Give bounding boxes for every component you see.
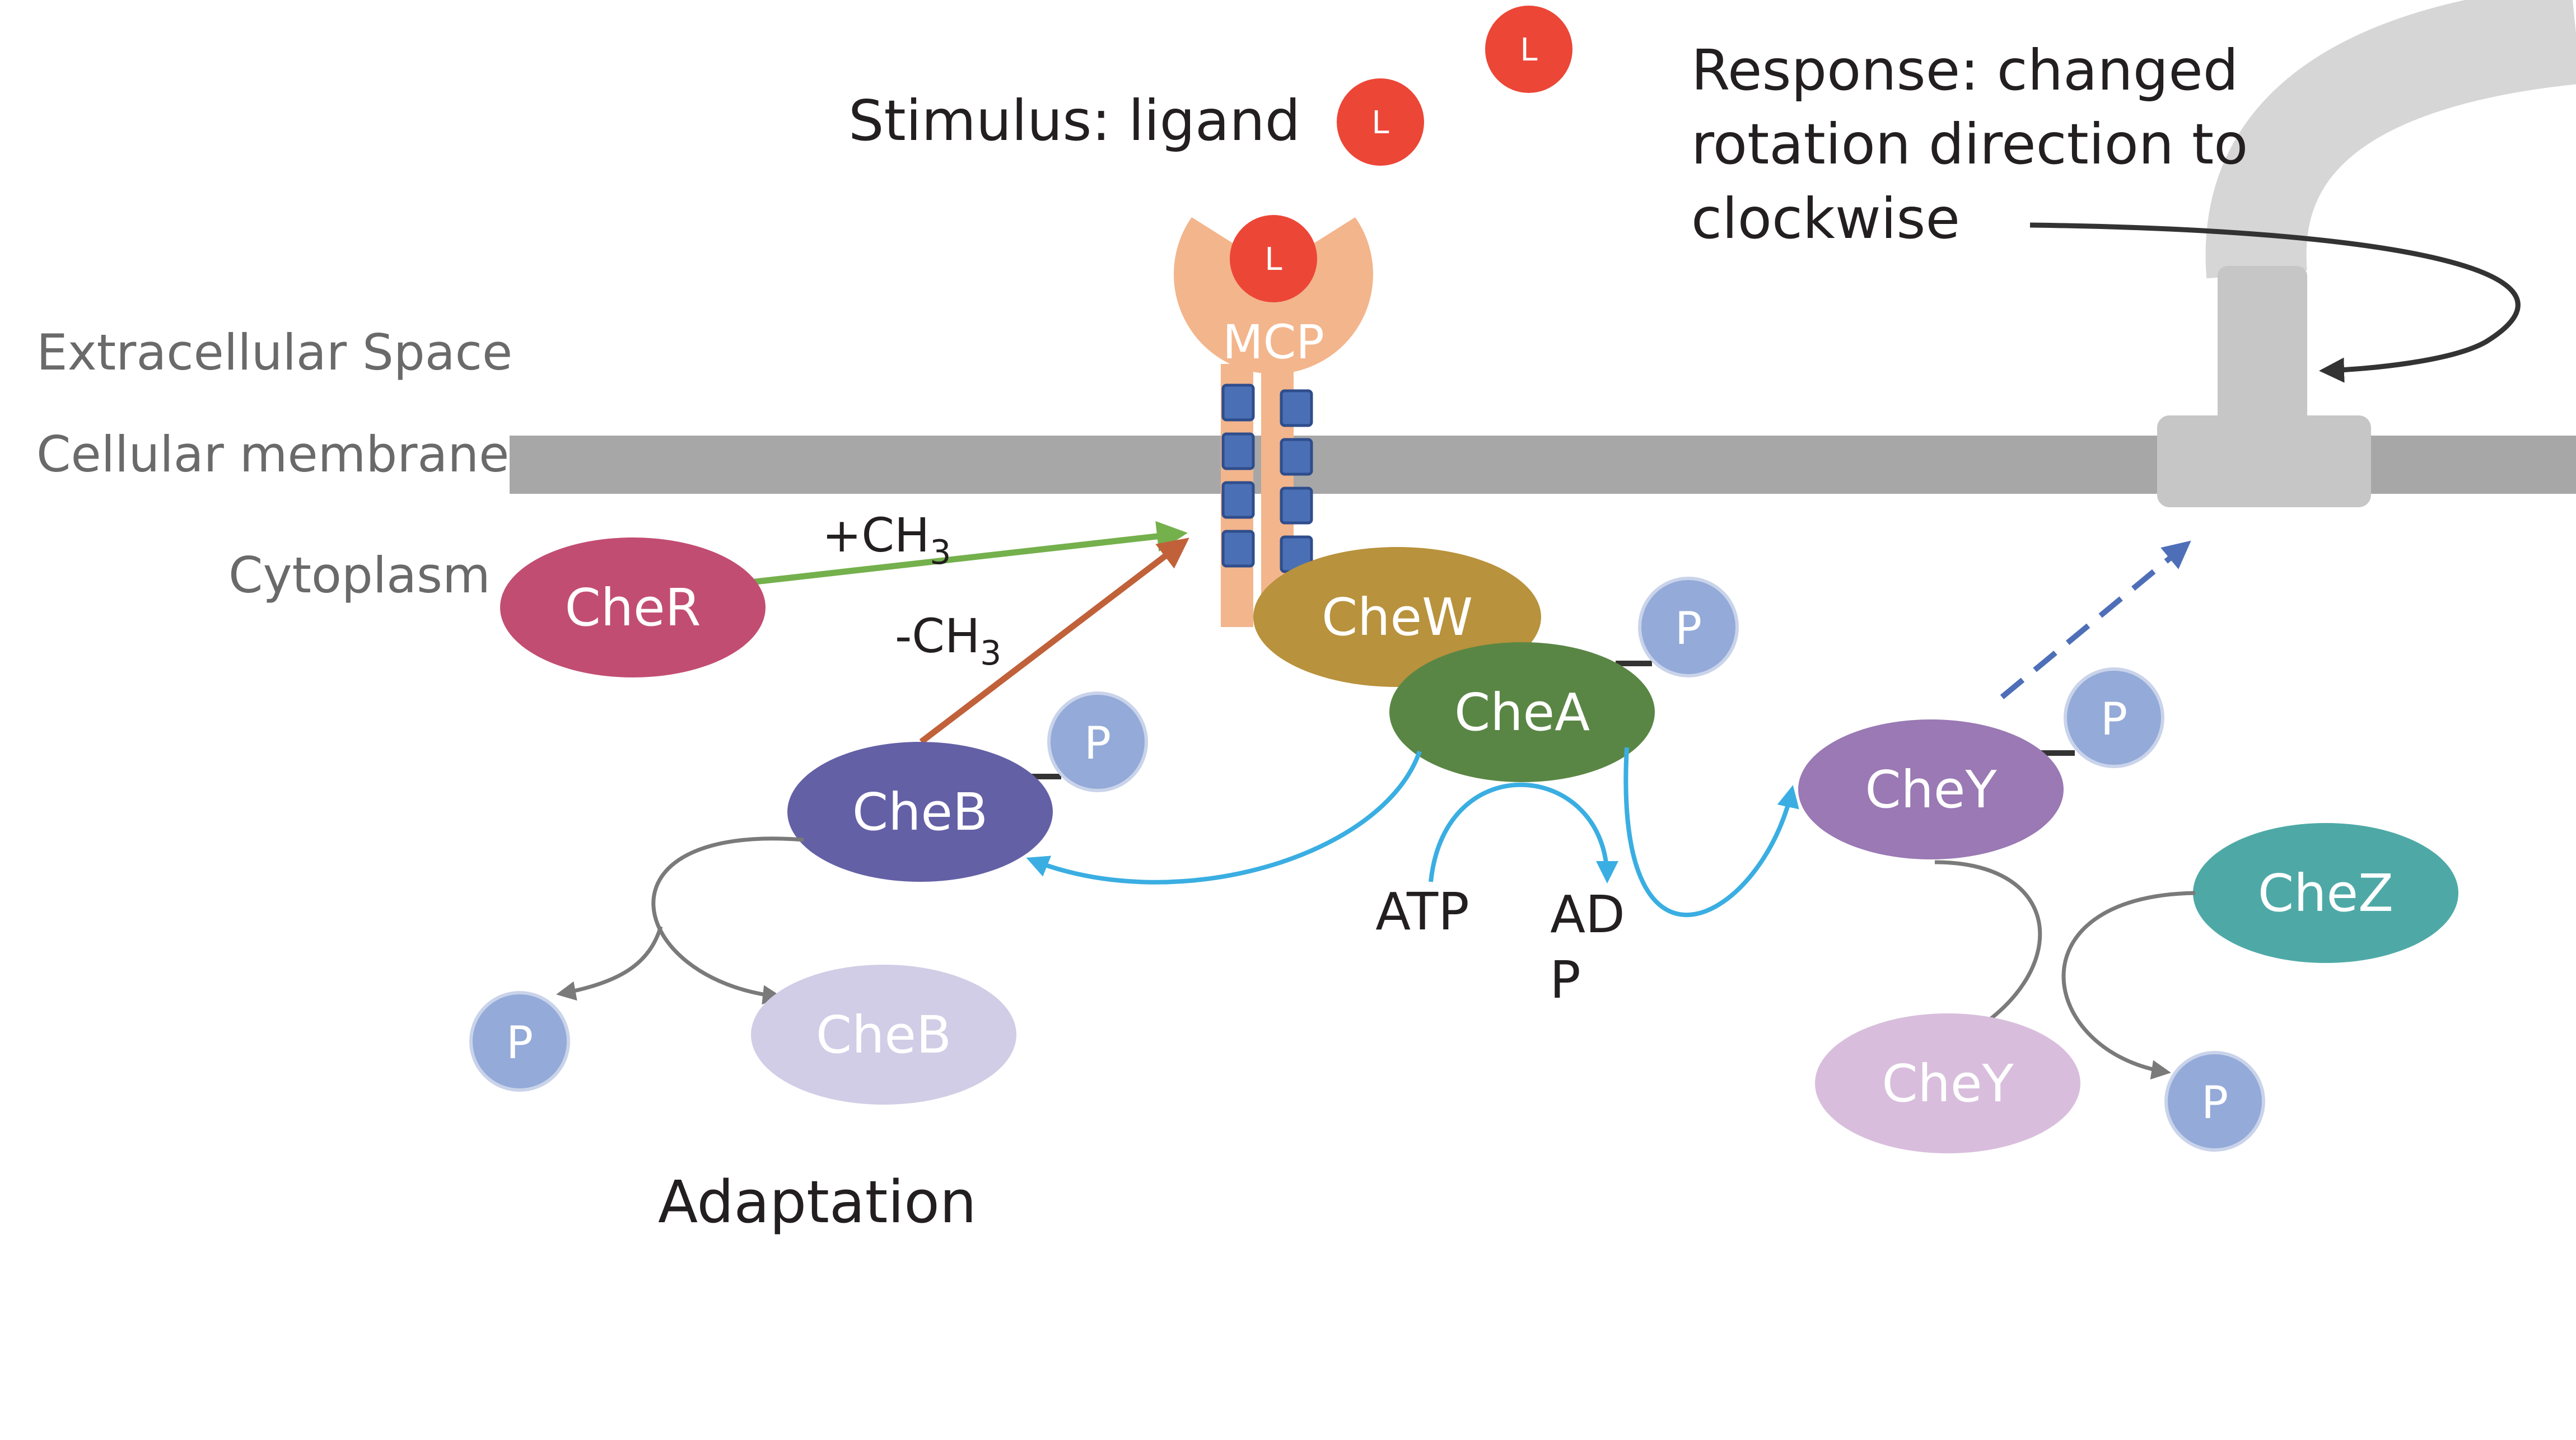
motor-base [2157, 415, 2371, 507]
demethylation-arrow [919, 537, 1189, 745]
chez-protein: CheZ [2193, 823, 2458, 963]
response-label-line1: Response: changed [1691, 38, 2238, 103]
demethylation-label: -CH3 [895, 609, 1001, 673]
methylation-label: +CH3 [822, 508, 951, 572]
phosphotransfer-to-cheb-arrow [1026, 750, 1422, 885]
cheb-phosphate-release-arrow [556, 925, 663, 1001]
chey-protein: CheY [1798, 719, 2064, 859]
svg-text:CheW: CheW [1322, 587, 1473, 647]
flagellar-motor [2029, 0, 2576, 507]
cheb-protein: CheB [787, 742, 1053, 882]
extracellular-space-label: Extracellular Space [36, 324, 512, 381]
phosphate-chey: P [2064, 667, 2164, 768]
stimulus-label: Stimulus: ligand [848, 88, 1300, 153]
svg-text:L: L [1371, 105, 1389, 141]
methylation-sites [1221, 384, 1313, 573]
phosphotransfer-to-chey-arrow [1623, 747, 1799, 918]
phosphate-cheb: P [1047, 691, 1148, 792]
mcp-label: MCP [1222, 315, 1324, 370]
svg-text:CheY: CheY [1882, 1054, 2014, 1114]
cellular-membrane-label: Cellular membrane [36, 426, 509, 483]
phosphate-released-cheb: P [469, 991, 570, 1092]
svg-text:CheR: CheR [564, 578, 701, 638]
chey-inactive-protein: CheY [1815, 1013, 2080, 1153]
cytoplasm-label: Cytoplasm [228, 546, 491, 604]
svg-text:P: P [1084, 717, 1111, 769]
phosphate-released-chey: P [2164, 1051, 2265, 1152]
svg-text:P: P [506, 1017, 533, 1069]
svg-text:P: P [1675, 602, 1702, 654]
adp-label-line1: AD [1550, 885, 1625, 945]
motor-shaft [2218, 266, 2307, 434]
phosphate-chea: P [1638, 577, 1739, 677]
ligand-free-2: L [1337, 78, 1424, 166]
atp-label: ATP [1375, 882, 1469, 942]
svg-text:CheZ: CheZ [2258, 863, 2393, 923]
ligand-bound [1230, 215, 1317, 302]
ligand-free-1: L [1485, 6, 1572, 93]
rotation-arrow [2029, 222, 2521, 383]
chey-inactivation-arrow [1934, 860, 2042, 1038]
response-label-line2: rotation direction to [1691, 111, 2248, 177]
svg-text:CheY: CheY [1865, 760, 1997, 820]
flagellum [2205, 0, 2576, 279]
chea-protein: CheA [1389, 642, 1655, 782]
chey-phosphate-release-arrow [2061, 891, 2196, 1080]
svg-text:CheB: CheB [816, 1005, 951, 1065]
atp-to-adp-arrow [1429, 782, 1618, 883]
response-label-line3: clockwise [1691, 186, 1960, 251]
svg-text:CheA: CheA [1454, 682, 1590, 742]
cheb-inactive-protein: CheB [751, 965, 1016, 1105]
svg-text:P: P [2201, 1077, 2228, 1129]
svg-text:CheB: CheB [852, 782, 988, 842]
svg-text:P: P [2101, 693, 2127, 745]
svg-text:L: L [1520, 32, 1537, 68]
svg-text:L: L [1264, 241, 1282, 278]
adaptation-label: Adaptation [658, 1168, 977, 1236]
cheb-inactivation-arrow [651, 836, 804, 1005]
methylation-arrow [750, 521, 1188, 586]
cher-protein: CheR [500, 537, 766, 677]
adp-label-line2: P [1550, 950, 1580, 1010]
